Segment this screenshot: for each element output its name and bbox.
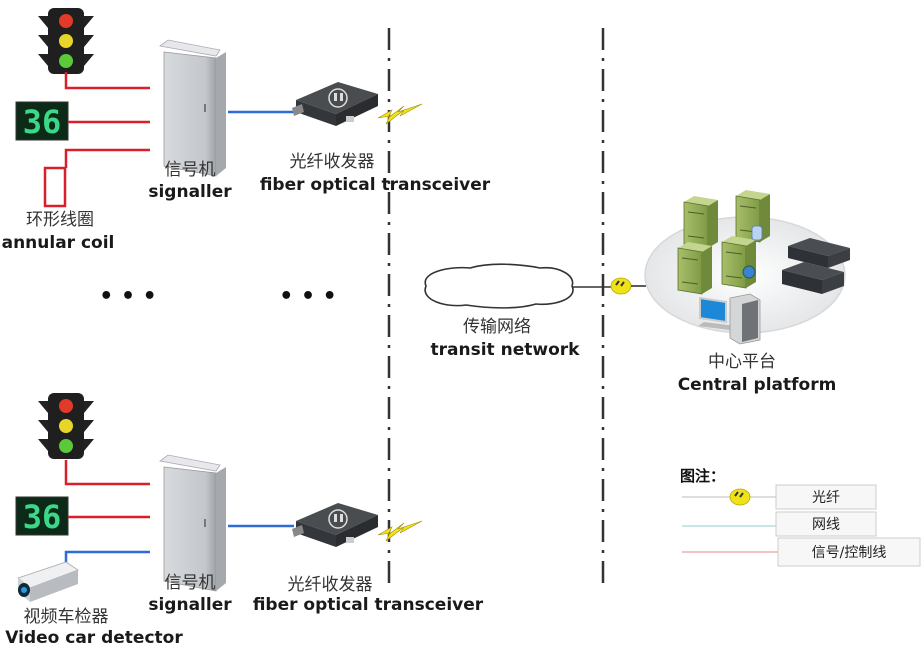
top-branch: 36 环形线圈 annular coil 信号机 signaller 光纤收发器… xyxy=(2,8,491,253)
server-icon xyxy=(677,241,713,295)
ellipsis-left: • • • xyxy=(99,284,157,309)
legend-title: 图注： xyxy=(680,467,725,485)
server-icon xyxy=(683,195,719,249)
transceiver-label-en: fiber optical transceiver xyxy=(260,175,491,195)
legend-label-ethernet: 网线 xyxy=(812,517,840,533)
network-label-en: transit network xyxy=(431,340,581,360)
lightning-bolt-icon xyxy=(377,520,423,542)
lightning-bolt-icon xyxy=(377,103,423,125)
server-icon xyxy=(721,235,757,289)
detector-label-en: Video car detector xyxy=(5,628,183,645)
video-detector-icon xyxy=(17,561,79,602)
countdown-value: 36 xyxy=(23,103,62,141)
countdown-display-icon: 36 xyxy=(15,496,69,536)
annular-coil-icon xyxy=(43,166,67,208)
signal-line xyxy=(64,460,150,486)
countdown-display-icon: 36 xyxy=(15,101,69,141)
coil-label-en: annular coil xyxy=(2,233,115,253)
signal-line xyxy=(64,72,150,90)
detector-label-cn: 视频车检器 xyxy=(24,607,109,627)
signaller-cabinet-icon xyxy=(159,39,227,177)
signaller-cabinet-icon xyxy=(159,454,227,592)
traffic-light-icon xyxy=(38,393,94,459)
fiber-node-icon xyxy=(610,277,632,295)
network-device-icon xyxy=(782,238,850,294)
fiber-transceiver-icon xyxy=(291,81,379,127)
signaller-label-cn: 信号机 xyxy=(165,573,216,593)
workstation-icon xyxy=(698,293,761,345)
signaller-label-en: signaller xyxy=(148,595,232,615)
central-platform: 中心平台 Central platform xyxy=(644,189,850,395)
coil-label-cn: 环形线圈 xyxy=(26,210,94,230)
transceiver-label-cn: 光纤收发器 xyxy=(290,152,375,172)
legend: 图注： 光纤 网线 信号/控制线 xyxy=(680,467,921,567)
platform-label-en: Central platform xyxy=(678,375,837,395)
database-icon xyxy=(751,225,763,241)
fiber-node-icon xyxy=(729,488,751,506)
bottom-branch: 36 视频车检器 Video car detector 信号机 signalle… xyxy=(5,393,484,645)
network-line xyxy=(64,550,150,566)
transceiver-label-en: fiber optical transceiver xyxy=(253,595,484,615)
network-label-cn: 传输网络 xyxy=(463,317,531,337)
fiber-transceiver-icon xyxy=(291,502,379,548)
legend-label-signal: 信号/控制线 xyxy=(812,545,887,561)
legend-label-fiber: 光纤 xyxy=(812,490,840,506)
ellipsis-right: • • • xyxy=(279,284,337,309)
countdown-value: 36 xyxy=(23,498,62,536)
signaller-label-en: signaller xyxy=(148,182,232,202)
traffic-light-icon xyxy=(38,8,94,74)
transceiver-label-cn: 光纤收发器 xyxy=(288,575,373,595)
globe-icon xyxy=(742,265,756,279)
signal-line xyxy=(64,148,150,168)
transit-network-cloud: 传输网络 transit network xyxy=(424,263,612,360)
signaller-label-cn: 信号机 xyxy=(165,160,216,180)
platform-label-cn: 中心平台 xyxy=(708,352,776,372)
